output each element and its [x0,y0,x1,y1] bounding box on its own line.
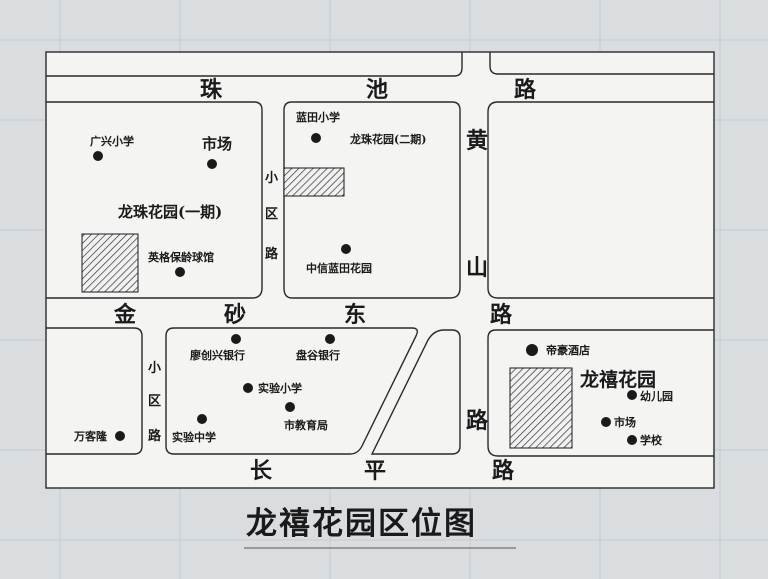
poi-label-longxi-garden: 龙禧花园 [580,368,656,391]
poi-label-school-se: 学校 [640,433,663,447]
poi-dot-zhongxin-lantian [341,244,351,254]
road-label-changping-3: 路 [492,458,515,484]
road-label-changping-1: 长 [250,458,273,484]
poi-dot-wankelong [115,431,125,441]
poi-label-market-se: 市场 [614,415,636,429]
road-label-xiaoqu-lower-3: 路 [148,428,162,444]
road-label-xiaoqu-lower-1: 小 [148,361,161,376]
poi-dot-shiyan-primary [243,383,253,393]
road-label-zhuchi-1: 珠 [200,77,223,103]
road-label-huangshan-3: 路 [466,408,489,434]
road-label-jinsha-3: 东 [344,302,366,328]
road-label-huangshan-2: 山 [466,255,488,281]
road-label-xiaoqu-lower-2: 区 [148,394,161,409]
poi-dot-shiyan-middle [197,414,207,424]
poi-label-kindergarten: 幼儿园 [640,389,673,403]
poi-label-zhongxin-lantian: 中信蓝田花园 [306,261,372,275]
map-title: 龙禧花园区位图 [246,506,477,542]
poi-dot-dihao-hotel [526,344,538,356]
poi-dot-kindergarten [627,390,637,400]
road-label-jinsha-4: 路 [490,302,513,328]
road-label-zhuchi-3: 路 [514,77,537,103]
road-label-xiaoqu-upper-2: 区 [265,207,278,222]
map-panel [45,51,715,489]
poi-label-lantian-school: 蓝田小学 [296,110,340,124]
parcel-longzhu-phase1 [81,233,139,293]
poi-markers [93,133,637,445]
poi-dot-market-nw [207,159,217,169]
road-label-huangshan-1: 黄 [466,128,488,154]
road-label-xiaoqu-upper-3: 路 [265,246,279,262]
poi-label-dihao-hotel: 帝豪酒店 [546,343,590,357]
road-label-jinsha-2: 砂 [224,302,246,328]
poi-label-wankelong: 万客隆 [73,429,108,443]
poi-label-panshi-bank: 盘谷银行 [296,348,340,362]
road-label-changping-2: 平 [364,458,386,484]
poi-label-liaochuangxing-bank: 廖创兴银行 [190,348,245,362]
road-labels: 珠 池 路 黄 山 路 金 砂 东 路 长 平 路 小 区 路 小 区 路 [113,77,537,484]
poi-label-longzhu-phase1: 龙珠花园(一期) [117,203,222,221]
poi-dot-panshi-bank [325,334,335,344]
poi-label-yingge-bowling: 英格保龄球馆 [147,250,214,264]
poi-dot-education-bureau [285,402,295,412]
parcel-longxi-garden [509,367,573,449]
poi-label-guangxing-school: 广兴小学 [90,134,134,148]
poi-label-shiyan-primary: 实验小学 [258,381,302,395]
poi-label-longzhu-phase2: 龙珠花园(二期) [349,132,426,146]
poi-label-shiyan-middle: 实验中学 [172,430,216,444]
parcel-longzhu-phase2 [283,167,345,197]
poi-dot-yingge-bowling [175,267,185,277]
poi-dot-liaochuangxing-bank [231,334,241,344]
poi-dot-market-se [601,417,611,427]
poi-labels: 广兴小学 市场 龙珠花园(一期) 英格保龄球馆 蓝田小学 龙珠花园(二期) 中信… [73,110,673,447]
poi-dot-guangxing-school [93,151,103,161]
road-label-jinsha-1: 金 [113,302,137,328]
poi-label-education-bureau: 市教育局 [284,418,328,432]
road-label-xiaoqu-upper-1: 小 [265,171,278,186]
poi-dot-school-se [627,435,637,445]
poi-dot-lantian-school [311,133,321,143]
poi-label-market-nw: 市场 [202,135,232,153]
road-network [46,52,714,457]
road-label-zhuchi-2: 池 [366,77,388,103]
